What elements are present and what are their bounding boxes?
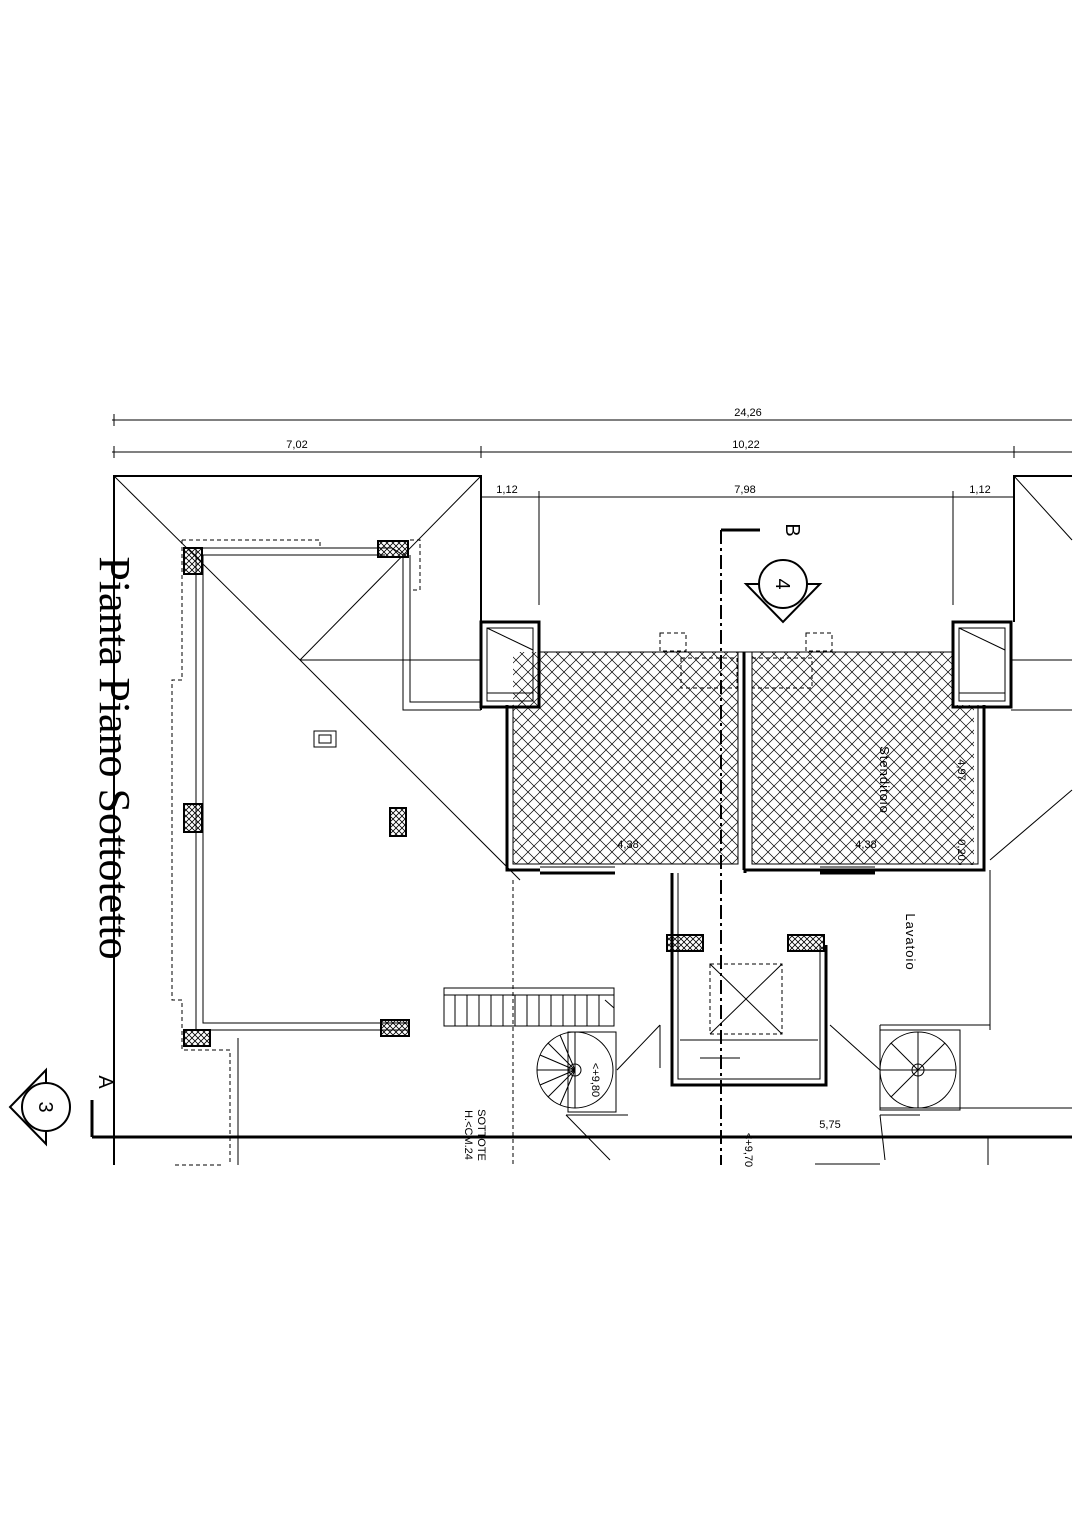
sottotetto-height-label: H.<CM.24 [462, 1110, 474, 1160]
column [389, 807, 407, 837]
section-a-marker: 3 [8, 1067, 71, 1147]
dim-left-offset: 1,12 [496, 484, 517, 496]
stenditoio-left [505, 652, 746, 872]
shaft-right [951, 620, 1013, 709]
stenditoio-right [751, 652, 986, 872]
column [666, 934, 704, 952]
dim-center-inner: 7,98 [734, 484, 755, 496]
column [787, 934, 825, 952]
dim-wall-gap-label: 0,20 [955, 839, 967, 860]
room-stenditoio-label: Stenditoio [877, 746, 892, 814]
section-a-letter: A [94, 1075, 116, 1089]
vent [313, 730, 337, 748]
dim-room-width-right: 4,38 [855, 839, 876, 851]
dim-room-width-left: 4,38 [617, 839, 638, 851]
section-b-letter: A B [781, 523, 803, 536]
stairwell [670, 868, 955, 1087]
room-lavatoio-label: Lavatoio [903, 913, 918, 970]
dim-room-depth-label: 4,97 [955, 759, 967, 780]
column [183, 547, 203, 575]
sottotetto-height: H.<CM.24 [462, 1110, 474, 1160]
dim-center-span: 10,22 [732, 439, 760, 451]
section-b-letter-label: B [781, 523, 803, 536]
section-b-marker: 4 [743, 559, 823, 624]
section-a-letter-label: A [94, 1075, 116, 1089]
lower-edges [512, 880, 989, 1165]
sottotetto-label: SOTTOTE [475, 1109, 487, 1161]
column [183, 1029, 211, 1047]
straight-stair [443, 987, 615, 1027]
section-line-a [90, 1100, 1072, 1139]
dim-left-span: 7,02 [286, 439, 307, 451]
column [377, 540, 409, 558]
column [183, 803, 203, 833]
level-section-text: <+9,70 [742, 1133, 754, 1167]
dim-room-depth: 4,97 [955, 759, 967, 780]
room-stenditoio: Stenditoio [877, 746, 892, 814]
windows [540, 866, 875, 875]
level-section: <+9,70 [742, 1133, 754, 1167]
section-b-number: 4 [771, 578, 793, 589]
columns [183, 540, 825, 1047]
level-stair-left-text: <+9,80 [589, 1063, 601, 1097]
sottotetto-name: SOTTOTE [475, 1109, 487, 1161]
section-line-b [720, 528, 760, 1165]
section-a-number: 3 [34, 1101, 56, 1112]
dimension-lines [112, 414, 1072, 605]
level-stair-left: <+9,80 [589, 1063, 601, 1097]
dim-right-offset: 1,12 [969, 484, 990, 496]
dim-wall-gap: 0,20 [955, 839, 967, 860]
dim-overall: 24,26 [734, 407, 762, 419]
left-roof-block [113, 475, 521, 1166]
dim-stair-span: 5,75 [819, 1119, 840, 1131]
room-lavatoio: Lavatoio [903, 913, 918, 970]
column [380, 1019, 410, 1037]
spiral-stair-right [829, 870, 991, 1161]
right-roof-block [989, 475, 1073, 861]
